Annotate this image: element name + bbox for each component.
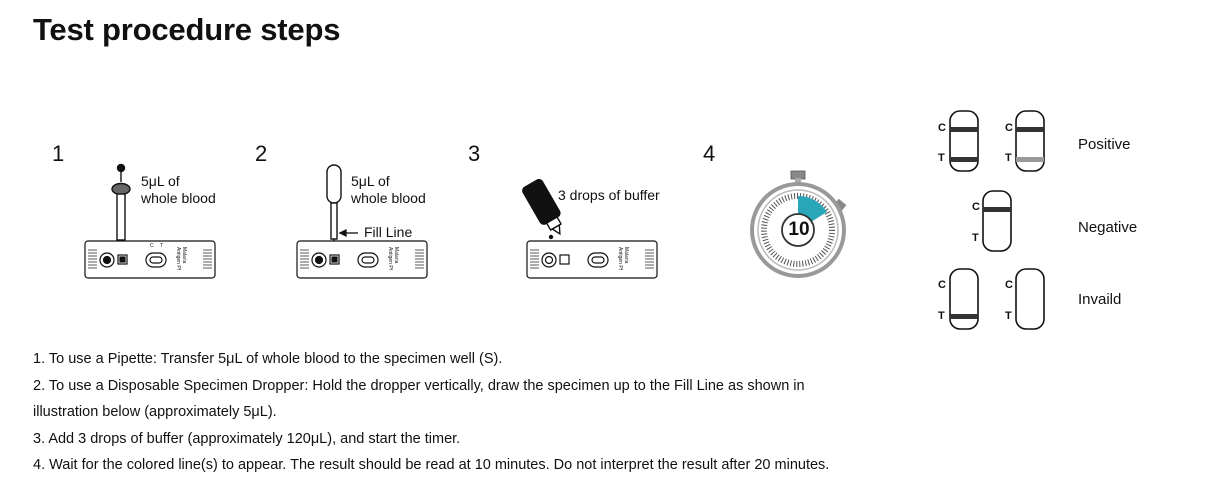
step-1-illustration: [84, 163, 216, 279]
timer-value: 10: [788, 219, 810, 240]
step-3-number: 3: [468, 141, 481, 166]
pos1-t-label: T: [938, 152, 945, 164]
test-cassette-1: [84, 240, 216, 279]
instruction-2-continued: illustration below (approximately 5μL).: [33, 404, 277, 420]
test-cassette-2: [296, 240, 428, 279]
inv1-t-label: T: [938, 310, 945, 322]
step-4-number: 4: [703, 141, 716, 166]
pos1-c-label: C: [938, 122, 946, 134]
cassette-1-mark-c: C: [150, 243, 154, 249]
dropper-icon: [326, 164, 342, 255]
test-cassette-3: [526, 240, 658, 279]
step-1-label-line1: 5μL of: [141, 173, 180, 189]
positive-strip-2: [1015, 110, 1045, 172]
step-1-label: 5μL of whole blood: [141, 173, 216, 207]
inv1-c-label: C: [938, 279, 946, 291]
cassette-2-text: Malaria Antigen Pf: [387, 247, 399, 270]
step-2-label-line1: 5μL of: [351, 173, 390, 189]
neg-t-label: T: [972, 232, 979, 244]
instruction-3: 3. Add 3 drops of buffer (approximately …: [33, 430, 461, 447]
instruction-4: 4. Wait for the colored line(s) to appea…: [33, 457, 830, 473]
cassette-2-line1: Malaria: [393, 247, 399, 264]
result-positive-label: Positive: [1078, 136, 1131, 153]
step-2-number: 2: [255, 141, 268, 166]
result-invalid-label: Invaild: [1078, 291, 1122, 308]
instruction-2: 2. To use a Disposable Specimen Dropper:…: [33, 377, 805, 394]
positive-strip-1: [949, 110, 979, 172]
timer-icon: [750, 170, 847, 278]
pos2-t-label: T: [1005, 152, 1012, 164]
invalid-strip-1: [949, 268, 979, 330]
step-2-label: 5μL of whole blood: [351, 173, 426, 207]
invalid-strip-2: [1015, 268, 1045, 330]
buffer-bottle-icon: [522, 178, 563, 236]
results-illustration: [949, 110, 1045, 330]
step-1-number: 1: [52, 141, 65, 166]
inv2-c-label: C: [1005, 279, 1013, 291]
cassette-3-line1: Malaria: [623, 247, 629, 264]
pos2-c-label: C: [1005, 122, 1013, 134]
step-3-illustration: [522, 178, 658, 279]
negative-strip: [982, 190, 1012, 252]
inv2-t-label: T: [1005, 310, 1012, 322]
neg-c-label: C: [972, 201, 980, 213]
cassette-3-line2: Antigen Pf: [617, 247, 623, 271]
cassette-1-line2: Antigen Pf: [175, 247, 181, 271]
step-1-label-line2: whole blood: [141, 190, 216, 206]
result-negative-label: Negative: [1078, 219, 1138, 236]
cassette-3-text: Malaria Antigen Pf: [617, 247, 629, 270]
step-3-label: 3 drops of buffer: [558, 187, 660, 203]
page-title: Test procedure steps: [33, 12, 341, 47]
cassette-1-mark-t: T: [160, 243, 164, 249]
step-2-label-line2: whole blood: [351, 190, 426, 206]
step-2-illustration: [296, 164, 428, 279]
cassette-2-line2: Antigen Pf: [387, 247, 393, 271]
instructions-list: 1. To use a Pipette: Transfer 5μL of who…: [33, 346, 913, 479]
fill-line-arrow-icon: [338, 228, 358, 238]
instruction-1: 1. To use a Pipette: Transfer 5μL of who…: [33, 351, 503, 367]
cassette-1-line1: Malaria: [181, 247, 187, 264]
cassette-1-text: Malaria Antigen Pf: [175, 247, 187, 270]
fill-line-label: Fill Line: [364, 224, 413, 240]
